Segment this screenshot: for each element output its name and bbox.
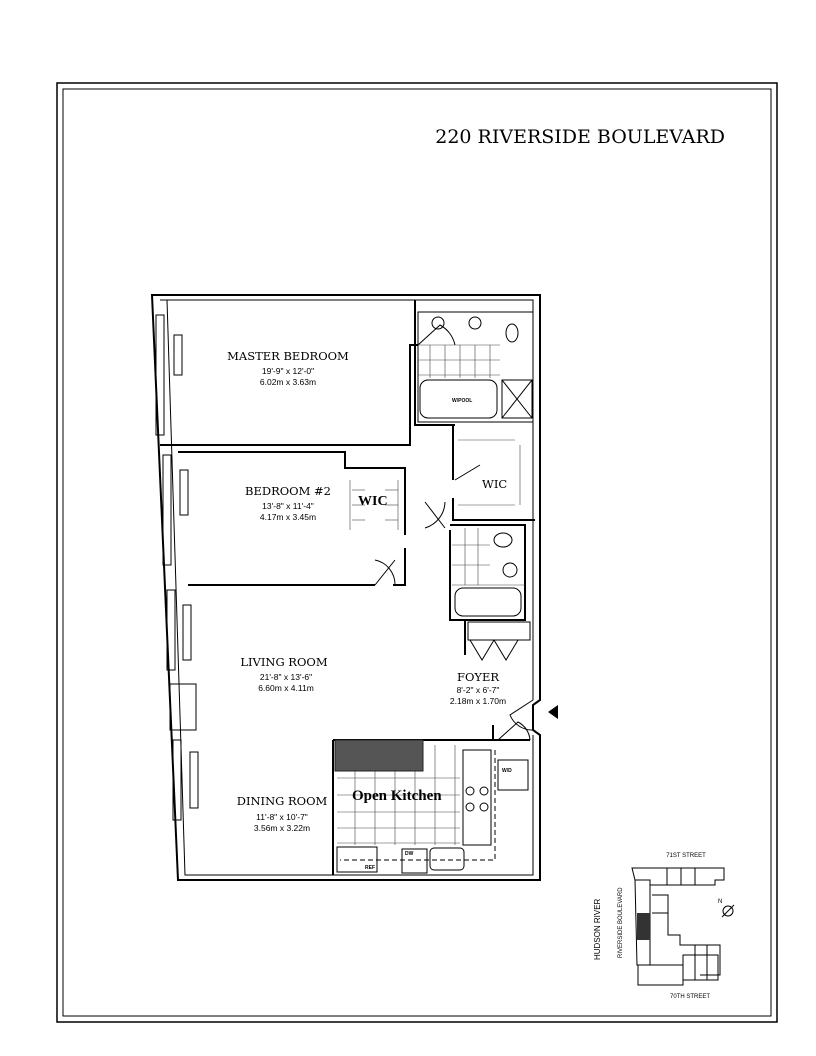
doors [374, 324, 534, 741]
room-foyer: FOYER 8'-2" x 6'-7" 2.18m x 1.70m [450, 670, 506, 706]
open-kitchen: REF DW W/D Open Kitchen [334, 739, 529, 874]
redaction-box [334, 739, 424, 772]
room-name: DINING ROOM [237, 794, 328, 808]
room-dim-ft: 11'-8" x 10'-7" [256, 812, 308, 822]
room-name: BEDROOM #2 [245, 484, 331, 498]
north-arrow-icon: N [718, 899, 735, 918]
bedroom2-wic: WIC [349, 480, 399, 530]
open-kitchen-label: Open Kitchen [352, 788, 442, 804]
key-plan: 71ST STREET N HUDSON RIVER RIVERSIDE BOU… [593, 853, 735, 1000]
wic-bedroom2-label: WIC [358, 494, 388, 509]
interior-walls [160, 300, 535, 875]
north-label: N [718, 899, 722, 905]
inner-frame [62, 88, 772, 1017]
room-name: FOYER [457, 670, 499, 684]
master-wic: WIC [458, 439, 521, 506]
whirlpool-label: W/POOL [452, 398, 472, 404]
room-name: LIVING ROOM [240, 655, 327, 669]
room-dim-ft: 8'-2" x 6'-7" [457, 685, 500, 695]
room-dim-m: 2.18m x 1.70m [450, 696, 506, 706]
unit-location-highlight [637, 913, 650, 940]
master-bath: W/POOL [417, 311, 534, 423]
river-label: HUDSON RIVER [593, 898, 602, 960]
room-dim-m: 6.02m x 3.63m [260, 377, 316, 387]
top-street-label: 71ST STREET [666, 853, 706, 859]
room-dim-m: 4.17m x 3.45m [260, 512, 316, 522]
room-dim-ft: 19'-9" x 12'-0" [262, 366, 314, 376]
room-master-bedroom: MASTER BEDROOM 19'-9" x 12'-0" 6.02m x 3… [227, 349, 349, 387]
room-dim-ft: 13'-8" x 11'-4" [262, 501, 314, 511]
entry-arrow-icon [548, 705, 558, 719]
building-title: 220 RIVERSIDE BOULEVARD [435, 126, 725, 148]
room-living-room: LIVING ROOM 21'-8" x 13'-6" 6.60m x 4.11… [240, 655, 327, 693]
room-dining-room: DINING ROOM 11'-8" x 10'-7" 3.56m x 3.22… [237, 794, 328, 833]
wic-master-label: WIC [482, 477, 507, 491]
bottom-street-label: 70TH STREET [670, 994, 710, 1000]
room-dim-ft: 21'-8" x 13'-6" [260, 672, 312, 682]
washer-dryer-label: W/D [502, 768, 512, 774]
dishwasher-label: DW [405, 851, 414, 857]
room-name: MASTER BEDROOM [227, 349, 349, 363]
second-bath [452, 528, 531, 641]
avenue-label: RIVERSIDE BOULEVARD [618, 887, 624, 958]
refrigerator-label: REF [365, 865, 375, 871]
outer-frame [56, 82, 778, 1023]
room-dim-m: 3.56m x 3.22m [254, 823, 310, 833]
room-dim-m: 6.60m x 4.11m [258, 683, 314, 693]
room-bedroom2: BEDROOM #2 13'-8" x 11'-4" 4.17m x 3.45m [245, 484, 331, 522]
